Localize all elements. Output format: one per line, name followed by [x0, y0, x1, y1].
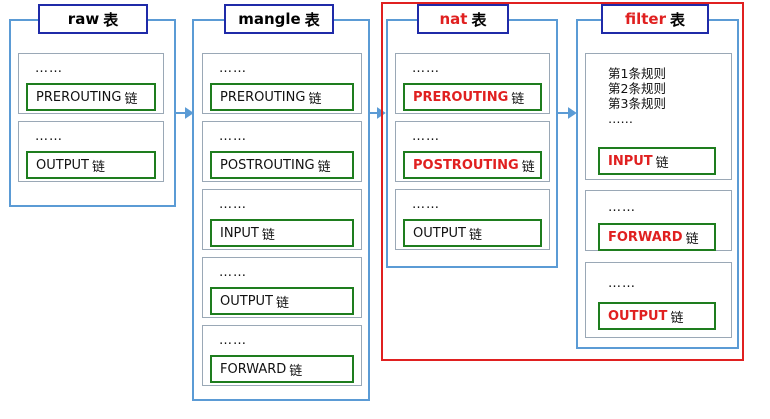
filter-table-name: filter	[624, 10, 666, 28]
mangle-table-suffix: 表	[304, 10, 320, 29]
chain-dots: ……	[35, 61, 63, 76]
chain-dots: ……	[219, 197, 247, 212]
raw-table-suffix: 表	[103, 10, 119, 29]
chain-dots: ……	[219, 265, 247, 280]
nat-table-name: nat	[439, 10, 468, 28]
chain-name: INPUT	[608, 153, 653, 169]
mangle-table-title: mangle 表	[224, 4, 334, 34]
raw-table-name: raw	[67, 10, 100, 28]
nat-table-suffix: 表	[471, 10, 487, 29]
nat-table-title: nat 表	[417, 4, 509, 34]
mangle-table-name: mangle	[238, 10, 301, 28]
chain-dots: ……	[219, 333, 247, 348]
chain-name: PREROUTING	[413, 89, 509, 105]
chain-suffix: 链	[670, 310, 684, 326]
chain-name: INPUT	[220, 225, 259, 241]
chain-name: PREROUTING	[220, 89, 306, 105]
chain-dots: ……	[412, 61, 440, 76]
rule-item: ……	[608, 111, 633, 126]
chain-suffix: 链	[308, 91, 322, 107]
chain-suffix: 链	[511, 91, 525, 107]
filter-table-suffix: 表	[670, 10, 686, 29]
chain-suffix: 链	[317, 159, 331, 175]
nat-filter-highlight	[381, 2, 744, 361]
chain-suffix: 链	[275, 295, 289, 311]
chain-suffix: 链	[521, 159, 535, 175]
chain-suffix: 链	[655, 155, 669, 171]
chain-suffix: 链	[289, 363, 303, 379]
chain-name: PREROUTING	[36, 89, 122, 105]
chain-name: OUTPUT	[413, 225, 466, 241]
chain-name: OUTPUT	[220, 293, 273, 309]
chain-dots: ……	[608, 200, 636, 215]
chain-name: OUTPUT	[608, 308, 668, 324]
chain-name: FORWARD	[220, 361, 287, 377]
arrow-nat-to-filter-head	[568, 107, 577, 119]
chain-name: POSTROUTING	[413, 157, 519, 173]
chain-dots: ……	[219, 129, 247, 144]
rule-item: 第2条规则	[608, 81, 666, 96]
rule-item: 第1条规则	[608, 66, 666, 81]
filter-table-title: filter 表	[601, 4, 709, 34]
chain-dots: ……	[608, 276, 636, 291]
chain-dots: ……	[219, 61, 247, 76]
filter-rule-list: 第1条规则 第2条规则 第3条规则 ……	[608, 66, 666, 126]
chain-suffix: 链	[468, 227, 482, 243]
raw-table-title: raw 表	[38, 4, 148, 34]
chain-suffix: 链	[124, 91, 138, 107]
chain-name: OUTPUT	[36, 157, 89, 173]
chain-dots: ……	[412, 129, 440, 144]
chain-name: FORWARD	[608, 229, 683, 245]
chain-suffix: 链	[261, 227, 275, 243]
chain-suffix: 链	[685, 231, 699, 247]
chain-suffix: 链	[91, 159, 105, 175]
chain-name: POSTROUTING	[220, 157, 315, 173]
chain-dots: ……	[35, 129, 63, 144]
chain-dots: ……	[412, 197, 440, 212]
rule-item: 第3条规则	[608, 96, 666, 111]
arrow-raw-to-mangle-head	[185, 107, 194, 119]
